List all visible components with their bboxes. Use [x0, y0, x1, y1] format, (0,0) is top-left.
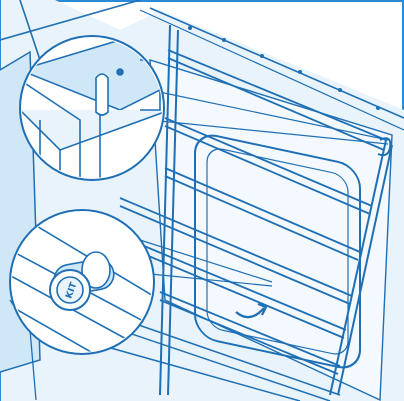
- callout-top-leader: [149, 89, 389, 145]
- fan-cover-inner: [206, 148, 349, 355]
- fan-cover: [194, 134, 361, 369]
- callout-bottom: KIT: [9, 209, 155, 355]
- rack-side-rails: [159, 24, 393, 396]
- oven-top-edge: [0, 0, 404, 119]
- rack-hook-icon: [377, 137, 392, 157]
- rotate-arrow-icon: [235, 307, 265, 319]
- rotate-arrowhead: [257, 302, 268, 316]
- screw-dots: [188, 26, 380, 110]
- oven-top-edge-inner: [139, 9, 404, 131]
- rack-shelves: [119, 49, 387, 375]
- rack-lower-runners: [99, 321, 341, 401]
